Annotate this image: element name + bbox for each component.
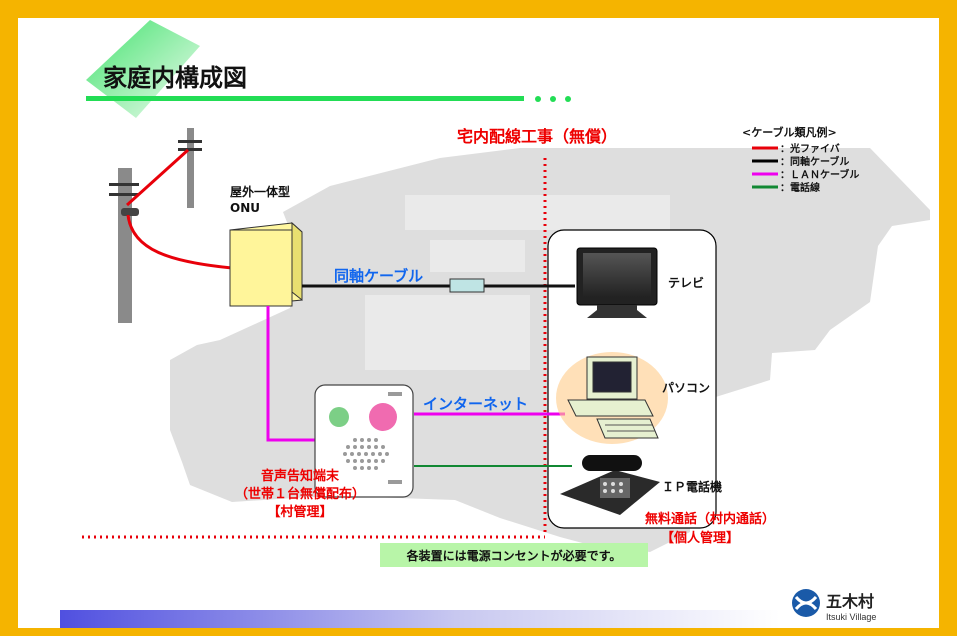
tv-label: テレビ [668, 275, 704, 290]
house-window [405, 195, 670, 230]
utility-pole-front [109, 168, 139, 323]
house-window [430, 240, 525, 272]
frame-right [939, 0, 957, 636]
utility-pole-back [178, 128, 202, 208]
coax-splitter [449, 278, 485, 293]
terminal-label-line1: 音声告知端末 [261, 468, 340, 484]
fiber-cable-onu [126, 214, 233, 270]
voice-terminal [314, 384, 414, 498]
fiber-cable-poles [125, 148, 190, 207]
bottom-bar [60, 610, 780, 628]
onu-box [229, 221, 303, 307]
power-notice-box [380, 543, 648, 567]
terminal-pink-button [369, 403, 397, 431]
village-name-en: Itsuki Village [826, 612, 876, 622]
title-dot [535, 96, 541, 102]
ip-phone-label: ＩＰ電話機 [662, 479, 722, 494]
title-underline [86, 96, 524, 101]
coax-label: 同軸ケーブル [334, 267, 423, 285]
village-logo: 五木村 Itsuki Village [792, 589, 876, 622]
free-call-label-line2: 【個人管理】 [661, 530, 739, 546]
legend-label-fiber: ：光ファイバ [780, 142, 840, 155]
onu-label-line2: ONU [230, 201, 260, 215]
title-diamond [86, 20, 200, 118]
legend-label-coax: ：同軸ケーブル [780, 155, 849, 168]
frame-bottom [0, 628, 957, 636]
house-window [365, 295, 530, 370]
terminal-green-button [329, 407, 349, 427]
title-dot [550, 96, 556, 102]
legend-label-phone: ：電話線 [780, 181, 820, 194]
internet-label: インターネット [423, 395, 528, 413]
cable-legend: <ケーブル類凡例> ：光ファイバ ：同軸ケーブル ：ＬＡＮケーブル ：電話線 [742, 125, 859, 194]
terminal-label-line3: 【村管理】 [267, 504, 332, 520]
power-notice-text: 各装置には電源コンセントが必要です。 [406, 548, 622, 563]
frame-left [0, 0, 18, 636]
lan-cable-onu-terminal [266, 306, 315, 442]
pc-label: パソコン [662, 381, 710, 395]
onu-label-line1: 屋外一体型 [230, 184, 290, 199]
page-title: 家庭内構成図 [103, 64, 247, 92]
terminal-label-line2: （世帯１台無償配布） [235, 486, 365, 502]
legend-label-lan: ：ＬＡＮケーブル [780, 168, 859, 181]
wiring-work-label: 宅内配線工事（無償） [457, 127, 617, 146]
free-call-label-line1: 無料通話（村内通話） [645, 511, 775, 527]
legend-title: <ケーブル類凡例> [742, 125, 837, 139]
title-dot [565, 96, 571, 102]
tv-icon [576, 247, 658, 318]
ip-phone-icon [560, 455, 660, 515]
frame-top [0, 0, 957, 18]
village-name: 五木村 [826, 592, 874, 611]
terminal-speaker-grille [343, 438, 389, 470]
pc-icon [556, 352, 668, 444]
